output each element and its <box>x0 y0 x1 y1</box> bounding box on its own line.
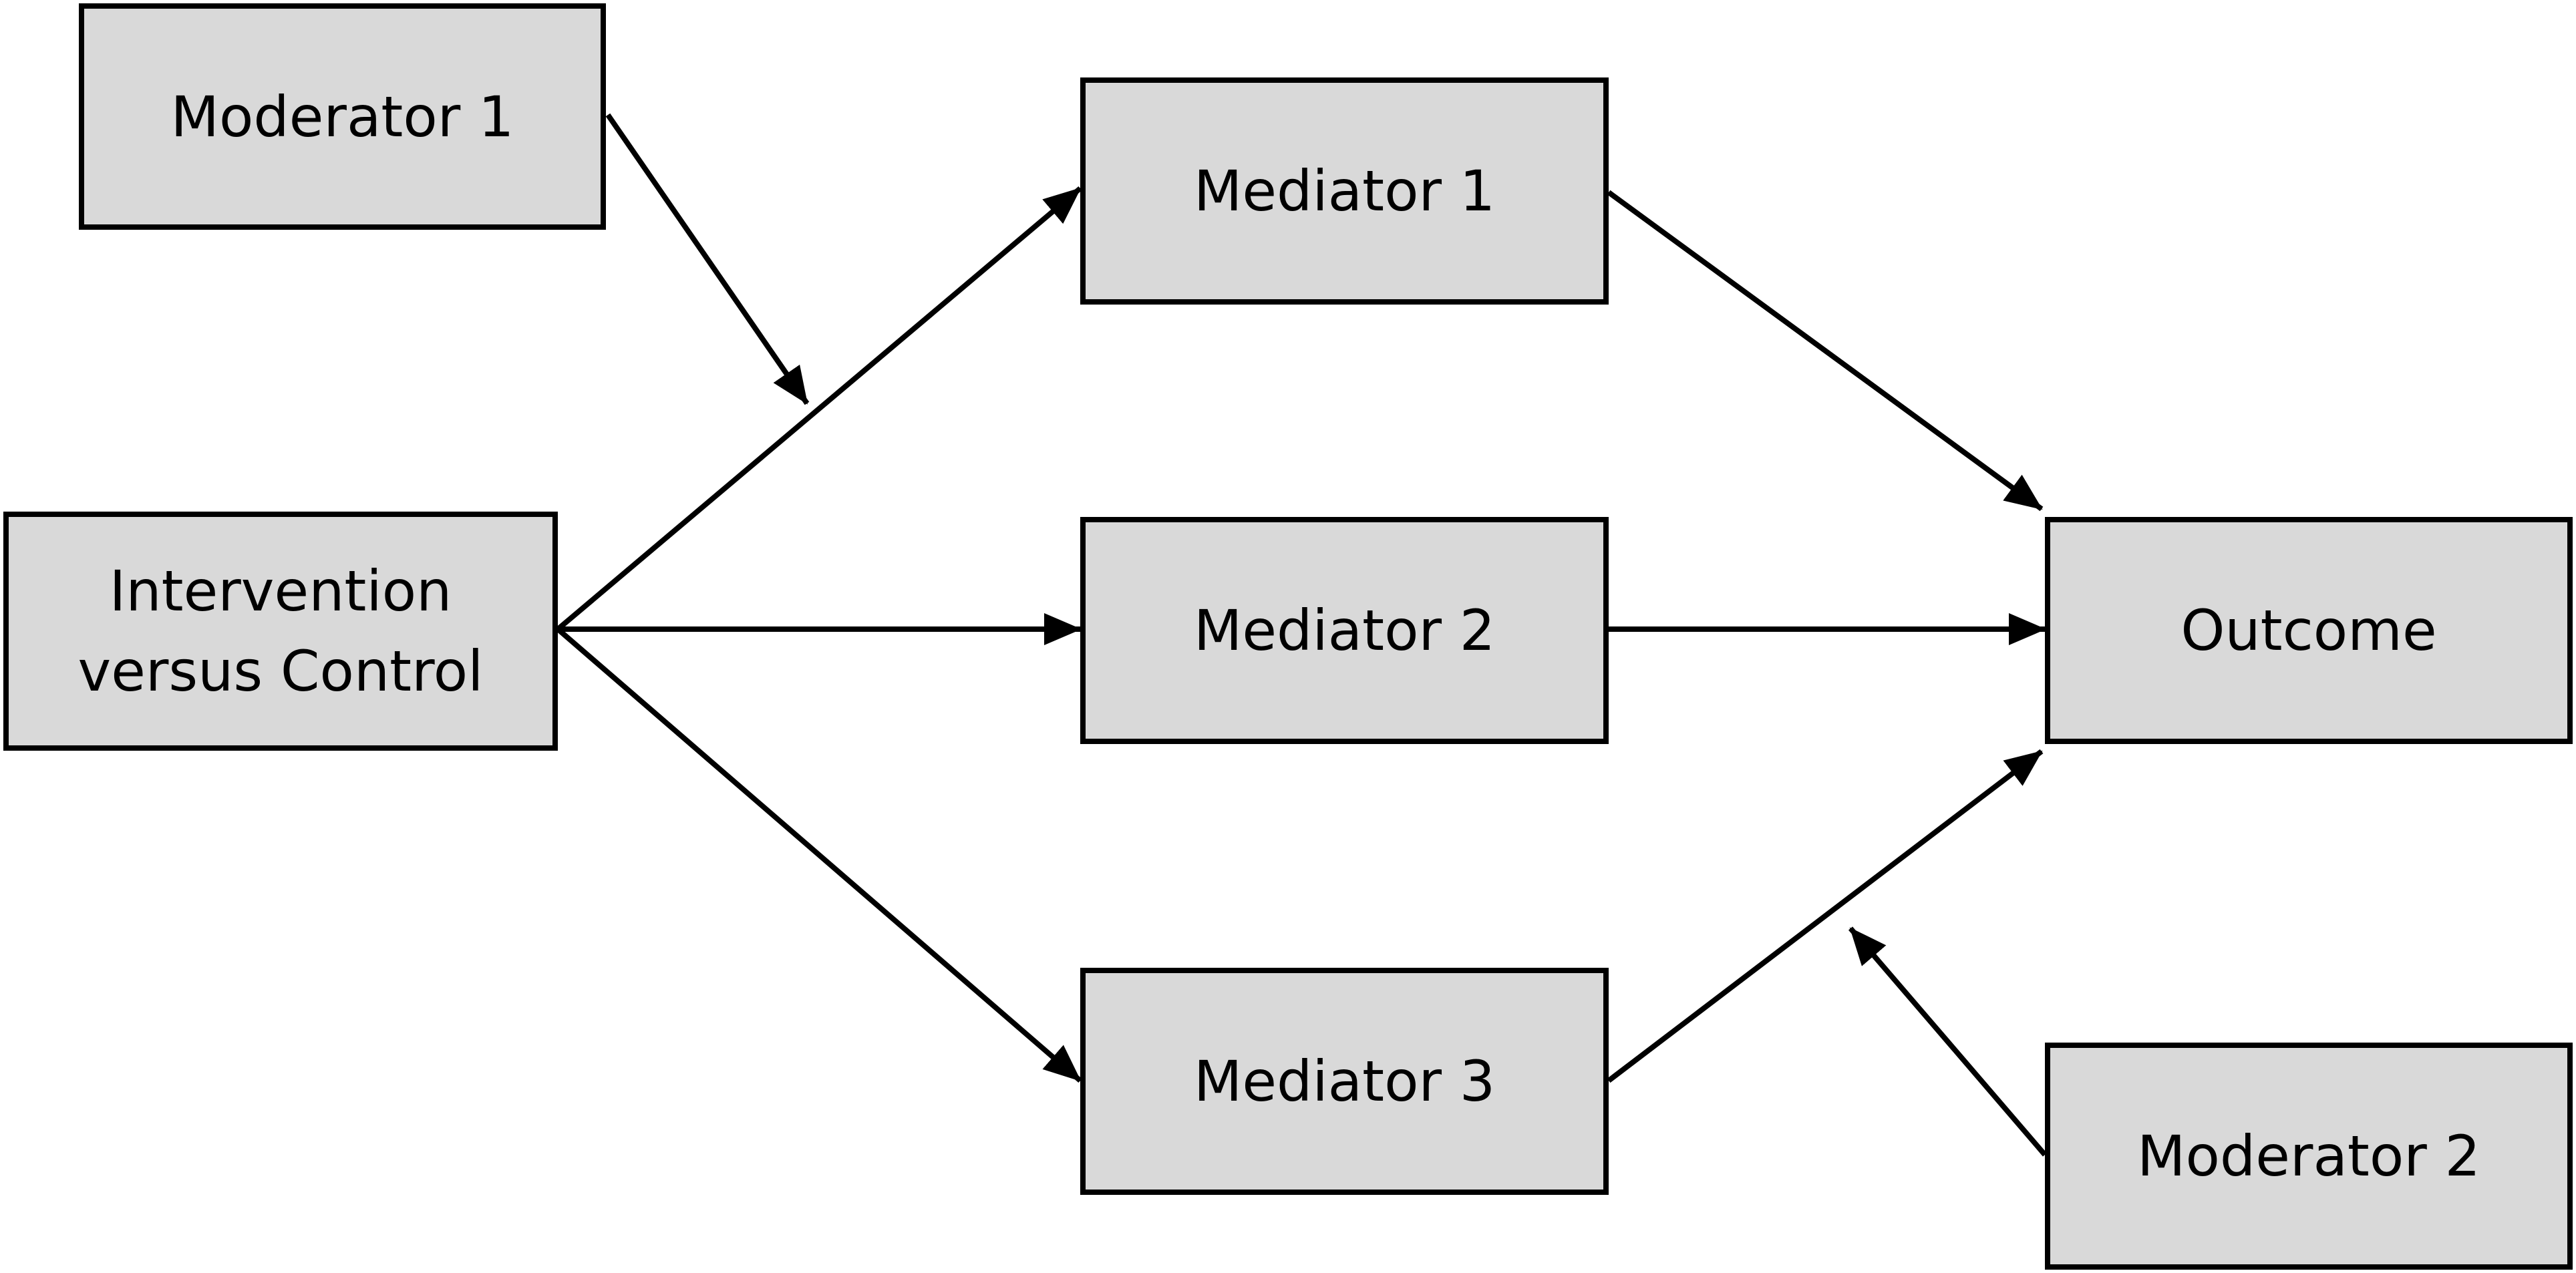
mediator-1-box: Mediator 1 <box>1080 77 1609 305</box>
mediator-3-label: Mediator 3 <box>1193 1049 1496 1114</box>
mediator-3-box: Mediator 3 <box>1080 968 1609 1195</box>
arrow-intervention-to-mediator-1 <box>556 186 1082 632</box>
arrow-intervention-to-mediator-3 <box>556 626 1082 1083</box>
moderator-2-box: Moderator 2 <box>2045 1043 2573 1270</box>
arrow-mediator-1-to-outcome <box>1607 190 2044 512</box>
moderator-1-label: Moderator 1 <box>170 83 514 150</box>
mediator-2-label: Mediator 2 <box>1193 598 1496 663</box>
mediator-1-label: Mediator 1 <box>1193 158 1496 224</box>
mediator-2-box: Mediator 2 <box>1080 517 1609 744</box>
intervention-box: Intervention versus Control <box>3 512 558 751</box>
arrow-moderator-1-to-path <box>605 113 810 405</box>
moderator-1-box: Moderator 1 <box>79 3 606 230</box>
arrow-moderator-2-to-path <box>1848 926 2048 1157</box>
outcome-box: Outcome <box>2045 517 2573 744</box>
arrow-mediator-3-to-outcome <box>1607 749 2044 1083</box>
moderator-2-label: Moderator 2 <box>2137 1123 2480 1189</box>
intervention-label: Intervention versus Control <box>77 558 484 704</box>
outcome-label: Outcome <box>2181 598 2437 663</box>
